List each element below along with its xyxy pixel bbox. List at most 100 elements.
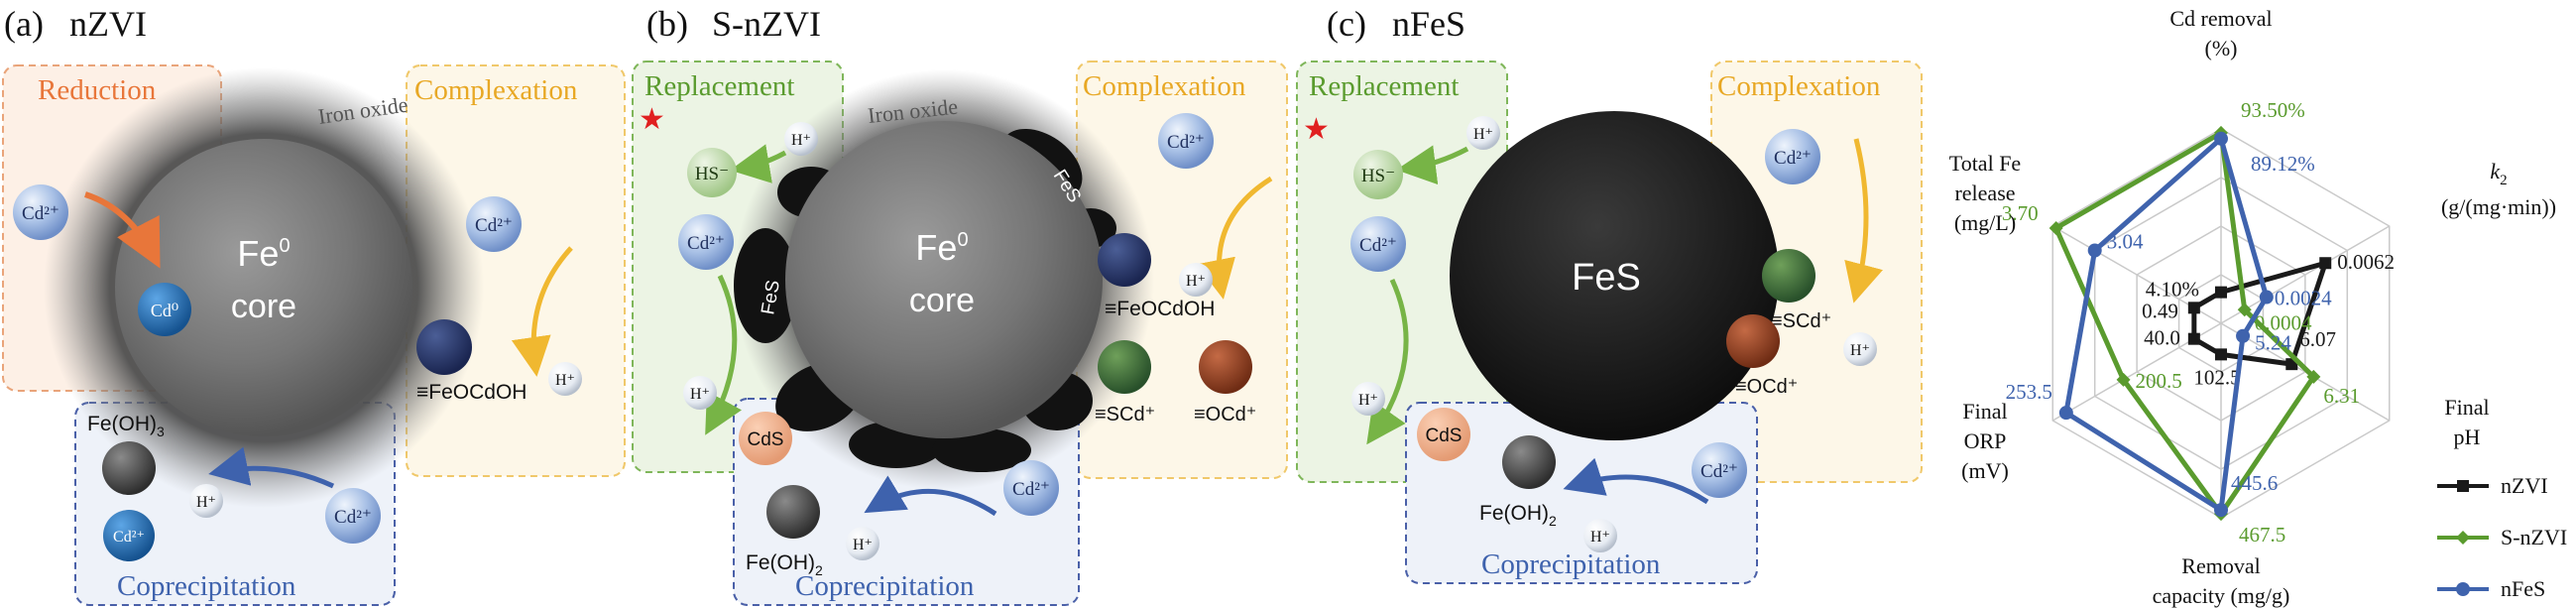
cd2-ball-bottom-a	[103, 510, 155, 561]
reduction-label: Reduction	[38, 74, 157, 106]
star-b: ★	[639, 103, 665, 136]
radar-value-label-nZVI-6: 0.49	[2142, 299, 2178, 322]
radar-point-S-nZVI-3	[2306, 369, 2321, 384]
replacement-arrow-b	[705, 274, 742, 435]
radar-value-label-nFeS-5: 253.5	[2006, 380, 2052, 404]
fe-oh2-ball-c	[1502, 435, 1556, 489]
radar-series: 4.10%0.00626.07102.540.00.4993.50%0.0004…	[2002, 98, 2395, 547]
radar-point-nZVI-1	[2215, 286, 2227, 299]
fe0-core-b	[785, 121, 1103, 438]
cd0-atom-a-label: Cd⁰	[151, 301, 178, 320]
fe-oh2-label-b: Fe(OH)2	[746, 551, 823, 578]
h-ion-bottom-a	[189, 484, 223, 518]
replacement-label-c: Replacement	[1309, 70, 1459, 102]
radar-value-label-S-nZVI-4: 467.5	[2239, 523, 2285, 547]
h-ion-top-c	[1466, 116, 1500, 150]
ocd-atom-b	[1199, 340, 1252, 394]
radar-point-nZVI-2	[2319, 257, 2332, 270]
coprecipitation-arrow-b	[864, 475, 997, 517]
radar-point-S-nZVI-5	[2116, 372, 2131, 387]
radar-point-nFeS-5	[2058, 406, 2073, 421]
h-ion-complex-a-label: H⁺	[555, 372, 575, 389]
cd2-ion-complex-c	[1765, 129, 1820, 184]
radar-point-nFeS-3	[2236, 328, 2251, 343]
scd-label-b: ≡SCd⁺	[1095, 404, 1155, 426]
core-word-a: core	[231, 288, 296, 325]
h-ion-complex-c-label: H⁺	[1850, 342, 1870, 359]
ocd-label-c: ≡OCd⁺	[1735, 376, 1798, 398]
radar-value-label-S-nZVI-1: 93.50%	[2241, 98, 2305, 122]
cd2-ion-complex-b	[1158, 113, 1214, 169]
radar-grid	[2051, 128, 2391, 519]
radar-value-label-nFeS-1: 89.12%	[2251, 152, 2315, 176]
panel-c-title: nFeS	[1392, 4, 1465, 44]
h-ion-left-c-label: H⁺	[1358, 392, 1378, 409]
hs-ion-c-label: HS⁻	[1361, 166, 1395, 186]
cd2-ion-bottom-c-label: Cd²⁺	[1700, 461, 1738, 482]
fe-ocdoh-atom-b	[1098, 233, 1151, 287]
hs-arrow-b	[730, 144, 787, 183]
star-c: ★	[1303, 113, 1330, 146]
radar-value-label-nZVI-2: 0.0062	[2337, 250, 2395, 274]
h-ion-complex-b	[1179, 263, 1213, 297]
radar-point-nZVI-6	[2187, 302, 2200, 314]
fe0-core-label-b: Fe0	[915, 227, 968, 268]
cd2-ion-bottom-a-label: Cd²⁺	[334, 507, 372, 528]
radar-legend: nZVI S-nZVI nFeS	[2437, 473, 2567, 601]
cds-particle-b	[739, 412, 792, 465]
h-ion-bottom-a-label: H⁺	[196, 494, 216, 511]
hs-ion-c	[1353, 150, 1403, 199]
cd2-ion-complex-c-label: Cd²⁺	[1774, 148, 1812, 169]
radar-axis-label-2: k2(g/(mg·min))	[2441, 159, 2556, 219]
cds-label-b: CdS	[748, 429, 784, 450]
h-ion-complex-a	[548, 362, 582, 396]
radar-value-label-S-nZVI-5: 200.5	[2136, 369, 2182, 393]
cd2-ion-complex-a	[466, 196, 522, 252]
radar-value-label-nFeS-3: 5.24	[2255, 331, 2291, 355]
replacement-box-c	[1296, 61, 1508, 483]
radar-point-nZVI-4	[2215, 348, 2227, 361]
panel-c-letter: (c)	[1327, 4, 1366, 44]
fe-oh3-ball	[102, 441, 156, 495]
radar-axis-label-1: Cd removal(%)	[2169, 6, 2272, 61]
hs-ion-b-label: HS⁻	[695, 164, 729, 184]
core-word-b: core	[909, 282, 975, 319]
radar-value-label-nZVI-4: 102.5	[2193, 365, 2240, 389]
coprecipitation-label-a: Coprecipitation	[117, 570, 296, 602]
radar-point-nZVI-5	[2187, 332, 2200, 345]
radar-point-S-nZVI-2	[2237, 303, 2252, 317]
radar-value-label-nZVI-3: 6.07	[2299, 327, 2336, 351]
panel-a-letter: (a)	[4, 4, 44, 44]
cd2-ion-left-b	[678, 214, 734, 270]
h-ion-left-c	[1351, 382, 1385, 416]
radar-value-label-nFeS-6: 3.04	[2107, 230, 2144, 254]
radar-value-label-nFeS-4: 445.6	[2231, 471, 2278, 495]
panel-b-letter: (b)	[646, 4, 688, 44]
ocd-atom-c	[1726, 314, 1780, 368]
cd2-ion-bottom-b-label: Cd²⁺	[1012, 479, 1050, 500]
cd2-ion-bottom-a	[325, 488, 381, 544]
radar-point-nFeS-1	[2214, 131, 2228, 146]
cd2-ion-left-c	[1350, 216, 1406, 272]
legend-marker-nFeS	[2456, 582, 2470, 596]
cd2-ion-left-b-label: Cd²⁺	[687, 233, 725, 254]
h-ion-bottom-b	[846, 527, 879, 560]
coprecipitation-arrow-a	[208, 446, 335, 489]
legend-label-nZVI: nZVI	[2501, 473, 2548, 498]
legend-label-nFeS: nFeS	[2501, 576, 2545, 601]
legend-marker-nZVI	[2457, 480, 2469, 492]
cd2-ion-left-a	[13, 184, 68, 240]
legend-label-S-nZVI: S-nZVI	[2501, 525, 2567, 549]
h-ion-bottom-c	[1583, 519, 1617, 552]
fe-oh2-ball-b	[766, 485, 820, 539]
h-ion-complex-b-label: H⁺	[1186, 273, 1206, 290]
h-ion-left-b-label: H⁺	[690, 386, 710, 403]
radar-value-label-nZVI-5: 40.0	[2144, 326, 2180, 350]
cd2-ion-bottom-c	[1692, 442, 1747, 498]
panel-b-title: S-nZVI	[712, 4, 821, 44]
panel-a: (a) nZVI Reduction Complexation Coprecip…	[2, 4, 626, 606]
